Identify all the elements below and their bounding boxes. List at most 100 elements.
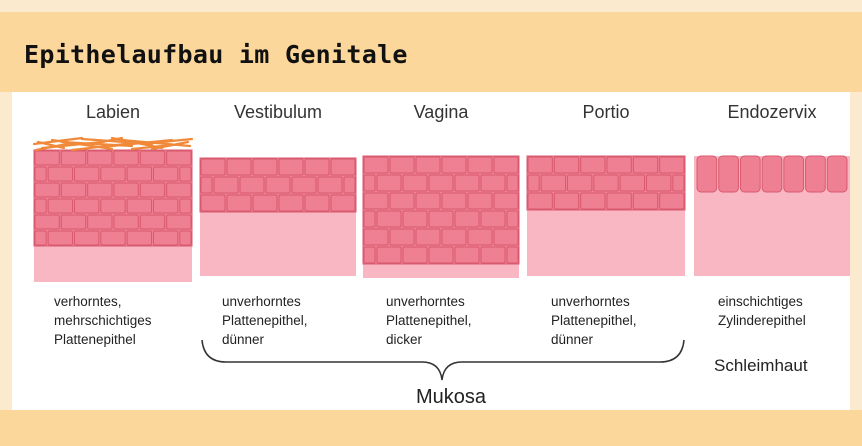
epithelial-cell (266, 177, 290, 193)
epithelial-cell (481, 211, 505, 227)
epithelial-cell (481, 247, 505, 263)
epithelial-cell (633, 157, 657, 173)
epithelial-cell (481, 175, 505, 191)
epithelial-cell (416, 193, 440, 209)
epithelial-cell (318, 177, 342, 193)
description-line: unverhorntes (222, 292, 382, 311)
description-line: Plattenepithel, (222, 311, 382, 330)
epithelial-cell (35, 199, 46, 213)
epithelial-cell (507, 211, 518, 227)
epithelial-cell (35, 167, 46, 181)
keratin-layer-labien (34, 138, 192, 150)
epithelial-cell (127, 167, 151, 181)
description-line: verhorntes, (54, 292, 214, 311)
epithelial-cell (101, 199, 125, 213)
description-vestibulum: unverhorntes Plattenepithel, dünner (222, 292, 382, 349)
epithelial-cell (167, 183, 191, 197)
epithelial-cell (279, 195, 303, 211)
epithelial-cell (344, 177, 355, 193)
epithelial-cell (364, 193, 388, 209)
epithelial-cell (455, 175, 479, 191)
epithelial-cell (660, 157, 684, 173)
epithelial-cell (167, 151, 191, 165)
columnar-cells-endozervix (697, 156, 847, 192)
columnar-cell (762, 156, 782, 192)
epithelial-cell (607, 157, 631, 173)
description-line: unverhorntes (386, 292, 546, 311)
description-endozervix: einschichtiges Zylinderepithel (718, 292, 862, 330)
columnar-cell (719, 156, 739, 192)
tissue-block-vestibulum (200, 158, 356, 276)
epithelial-cell (364, 175, 375, 191)
title-bar: Epithelaufbau im Genitale (0, 0, 862, 92)
epithelial-cell (35, 151, 59, 165)
epithelial-cell (140, 215, 164, 229)
epithelial-cell (214, 177, 238, 193)
description-vagina: unverhorntes Plattenepithel, dicker (386, 292, 546, 349)
epithelial-cell (494, 229, 518, 245)
description-line: mehrschichtiges (54, 311, 214, 330)
epithelial-cell (647, 175, 671, 191)
epithelial-cell (48, 167, 72, 181)
schleimhaut-label: Schleimhaut (714, 356, 808, 376)
epithelial-cell (180, 231, 191, 245)
epithelial-cell (377, 247, 401, 263)
epithelial-cell (253, 159, 277, 175)
epithelial-cell (429, 247, 453, 263)
epithelial-cell (180, 167, 191, 181)
epithelial-cell (468, 157, 492, 173)
epithelial-cell (114, 215, 138, 229)
epithelial-cell (201, 159, 225, 175)
epithelial-cell (167, 215, 191, 229)
epithelial-cell (494, 157, 518, 173)
description-portio: unverhorntes Plattenepithel, dünner (551, 292, 711, 349)
tissue-block-endozervix (694, 156, 850, 276)
epithelial-cell (61, 151, 85, 165)
epithelial-cell (114, 183, 138, 197)
epithelial-cell (114, 151, 138, 165)
epithelial-cell (554, 193, 578, 209)
epithelial-cell (35, 215, 59, 229)
epithelial-cell (416, 157, 440, 173)
region-label-endozervix: Endozervix (692, 102, 852, 123)
epithelial-cell (594, 175, 618, 191)
epithelial-cell (201, 177, 212, 193)
epithelial-cell (227, 195, 251, 211)
epithelial-cell (455, 247, 479, 263)
epithelial-cell (331, 159, 355, 175)
epithelial-cell (607, 193, 631, 209)
epithelial-cell (568, 175, 592, 191)
description-line: Zylinderepithel (718, 311, 862, 330)
epithelial-cell (468, 193, 492, 209)
epithelial-cell (581, 193, 605, 209)
epithelial-cell (88, 151, 112, 165)
description-line: dicker (386, 330, 546, 349)
epithelial-cell (61, 183, 85, 197)
region-label-vagina: Vagina (361, 102, 521, 123)
epithelial-cell (61, 215, 85, 229)
epithelial-cell (154, 167, 178, 181)
epithelial-cell (364, 229, 388, 245)
region-label-vestibulum: Vestibulum (198, 102, 358, 123)
description-line: einschichtiges (718, 292, 862, 311)
epithelial-cell (364, 211, 375, 227)
epithelial-cell (292, 177, 316, 193)
tissue-block-labien (34, 138, 192, 282)
columnar-cell (827, 156, 847, 192)
epithelial-cell (377, 175, 401, 191)
epithelial-cell (227, 159, 251, 175)
epithelial-cell (528, 157, 552, 173)
epithelial-cell (403, 211, 427, 227)
epithelial-cell (75, 167, 99, 181)
epithelial-cell (305, 159, 329, 175)
epithelial-cell (554, 157, 578, 173)
columnar-cell (697, 156, 717, 192)
epithelial-cell (364, 157, 388, 173)
epithelial-cell (101, 231, 125, 245)
region-label-labien: Labien (33, 102, 193, 123)
epithelial-cell (240, 177, 264, 193)
epithelial-cell (35, 183, 59, 197)
tissue-block-vagina (363, 156, 519, 278)
description-line: Plattenepithel, (386, 311, 546, 330)
